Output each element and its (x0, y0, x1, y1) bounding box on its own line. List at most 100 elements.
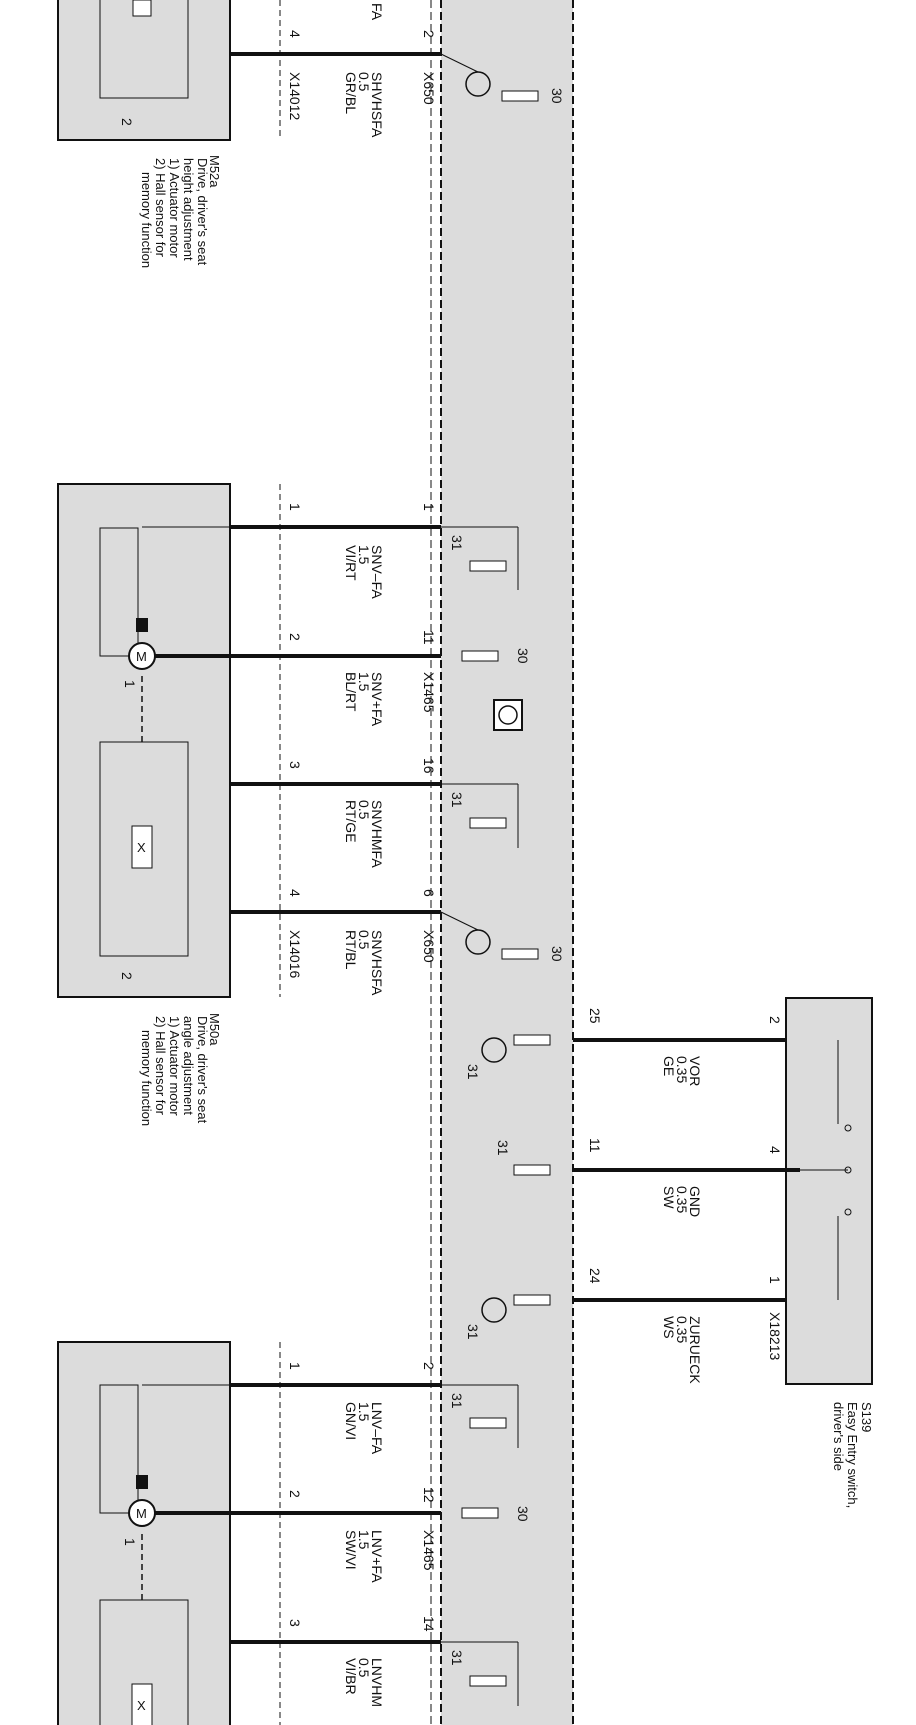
m52a-caption-line-4: 2) Hall sensor for (153, 158, 168, 258)
lower-w1-ground: 31 (449, 1393, 465, 1409)
module-m52a: 2 FA M52a Drive, driver's seat height ad… (57, 0, 385, 268)
m52a-caption-line-1: Drive, driver's seat (195, 158, 210, 266)
m50a-connector-left: X14016 (287, 930, 303, 978)
lower-w1-size: 1.5 (356, 1402, 372, 1422)
m50a-w1-right-pin: 1 (421, 503, 437, 511)
s139-w2-size: 0.35 (674, 1186, 690, 1213)
s139-w2-ground: 31 (495, 1140, 511, 1156)
m50a-w2-left-pin: 2 (287, 633, 303, 641)
switch-s139: S139 Easy Entry switch, driver's side X1… (767, 997, 874, 1508)
lower-w1-left-pin: 1 (287, 1362, 303, 1370)
s139-id: S139 (859, 1402, 874, 1432)
motor-letter: M (136, 649, 147, 664)
lower-w2-ground: 30 (515, 1506, 531, 1522)
m50a-caption-line-1: Drive, driver's seat (195, 1016, 210, 1124)
m52a-right-pin: 2 (421, 30, 437, 38)
s139-w1-color: GE (661, 1056, 677, 1076)
lower-hall-sensor-icon: X (131, 1683, 153, 1725)
m52a-connector-right: X650 (421, 72, 437, 105)
m50a-caption-line-2: angle adjustment (181, 1016, 196, 1115)
m52a-caption-line-5: memory function (139, 172, 154, 268)
s139-w2-name: GND (687, 1186, 703, 1217)
lower-w3-right-pin: 14 (421, 1616, 437, 1632)
m50a-w4-right-pin: 6 (421, 889, 437, 897)
m50a-w3-left-pin: 3 (287, 761, 303, 769)
m50a-w2-name: SNV+FA (369, 672, 385, 727)
m52a-wire-color: GR/BL (343, 72, 359, 114)
m52a-caption-line-3: 1) Actuator motor (167, 158, 182, 258)
m52a-ground: 30 (549, 88, 565, 104)
lower-w3-left-pin: 3 (287, 1619, 303, 1627)
s139-w1-name: VOR (687, 1056, 703, 1086)
s139-caption-line-2: driver's side (831, 1402, 846, 1471)
m50a-w1-size: 1.5 (356, 545, 372, 565)
m50a-w2-size: 1.5 (356, 672, 372, 692)
lower-w3-color: VI/BR (343, 1658, 359, 1695)
m50a-hall-marker: 2 (119, 972, 135, 980)
s139-w3-name: ZURUECK (687, 1316, 703, 1384)
m50a-w2-right-pin: 11 (421, 630, 437, 645)
lower-w3-name: LNVHM (369, 1658, 385, 1707)
m50a-w1-color: VI/RT (343, 545, 359, 581)
m52a-id: M52a (207, 155, 222, 188)
m50a-connector-right: X650 (421, 930, 437, 963)
m50a-w3-color: RT/GE (343, 800, 359, 843)
m50a-w1-name: SNV–FA (369, 545, 385, 599)
lower-connector-mid: X1465 (421, 1530, 437, 1571)
s139-w1-switch-pin: 2 (767, 1016, 783, 1024)
m50a-caption: Drive, driver's seat angle adjustment 1)… (139, 1016, 210, 1126)
sleep-mode-icon (493, 699, 523, 731)
module-m50a: M 1 X 2 M50a Drive, driver's seat angle … (57, 483, 231, 1126)
m50a-w3-right-pin: 16 (421, 758, 437, 774)
lower-w2-right-pin: 12 (421, 1487, 437, 1503)
lower-motor-letter: M (136, 1506, 147, 1521)
lower-w2-name: LNV+FA (369, 1530, 385, 1583)
m50a-w2-color: BL/RT (343, 672, 359, 712)
m52a-marker: 2 (119, 118, 135, 126)
lower-w3-ground: 31 (449, 1650, 465, 1666)
s139-w3-size: 0.35 (674, 1316, 690, 1343)
m50a-w1-left-pin: 1 (287, 503, 303, 511)
lower-w1-right-pin: 2 (421, 1362, 437, 1370)
lower-w1-color: GN/VI (343, 1402, 359, 1440)
s139-w3-ground: 31 (465, 1324, 481, 1340)
hall-sensor-icon: X (131, 825, 153, 869)
m52a-wire-size: 0.5 (356, 72, 372, 92)
lower-hall-letter: X (137, 1698, 146, 1713)
m50a-caption-line-3: 1) Actuator motor (167, 1016, 182, 1116)
s139-w3-switch-pin: 1 (767, 1276, 783, 1284)
lower-wires: 1 2 LNV–FA 1.5 GN/VI 31 2 12 LNV+FA 1.5 … (142, 1342, 531, 1725)
m50a-w1-ground: 31 (449, 535, 465, 551)
m50a-w4-ground: 30 (549, 946, 565, 962)
m52a-caption: Drive, driver's seat height adjustment 1… (139, 158, 210, 268)
m52a-wire: 4 2 SHVHSFA 0.5 GR/BL X14012 X650 30 (230, 0, 565, 140)
control-module-strip (430, 0, 574, 1725)
hall-letter: X (137, 840, 146, 855)
m50a-w4-name: SNVHSFA (369, 930, 385, 996)
s139-w3-color: WS (661, 1316, 677, 1339)
m50a-w3-name: SNVHMFA (369, 800, 385, 868)
module-lower: M 1 X (57, 1341, 231, 1725)
m50a-wires: 1 1 SNV–FA 1.5 VI/RT 31 2 11 SNV+FA 1.5 … (142, 484, 565, 997)
m50a-w2-ground: 30 (515, 648, 531, 664)
lower-w3-size: 0.5 (356, 1658, 372, 1678)
m50a-connector-mid: X1465 (421, 672, 437, 713)
s139-w1-ground: 31 (465, 1064, 481, 1080)
m50a-w4-color: RT/BL (343, 930, 359, 970)
s139-w2-color: SW (661, 1186, 677, 1209)
s139-w2-switch-pin: 4 (767, 1146, 783, 1154)
m50a-w3-size: 0.5 (356, 800, 372, 820)
m52a-wire-name: SHVHSFA (369, 72, 385, 138)
lower-w1-name: LNV–FA (369, 1402, 385, 1455)
s139-wires: 25 2 VOR 0.35 GE 31 11 4 GND 0.35 SW 31 … (465, 1008, 800, 1384)
lower-w2-color: SW/VI (343, 1530, 359, 1570)
s139-w3-module-pin: 24 (587, 1268, 603, 1284)
s139-w2-module-pin: 11 (587, 1138, 603, 1153)
s139-w1-module-pin: 25 (587, 1008, 603, 1024)
m50a-caption-line-4: 2) Hall sensor for (153, 1016, 168, 1116)
s139-w1-size: 0.35 (674, 1056, 690, 1083)
m50a-motor-marker: 1 (122, 680, 138, 688)
m52a-caption-line-2: height adjustment (181, 158, 196, 261)
m50a-w3-ground: 31 (449, 792, 465, 808)
